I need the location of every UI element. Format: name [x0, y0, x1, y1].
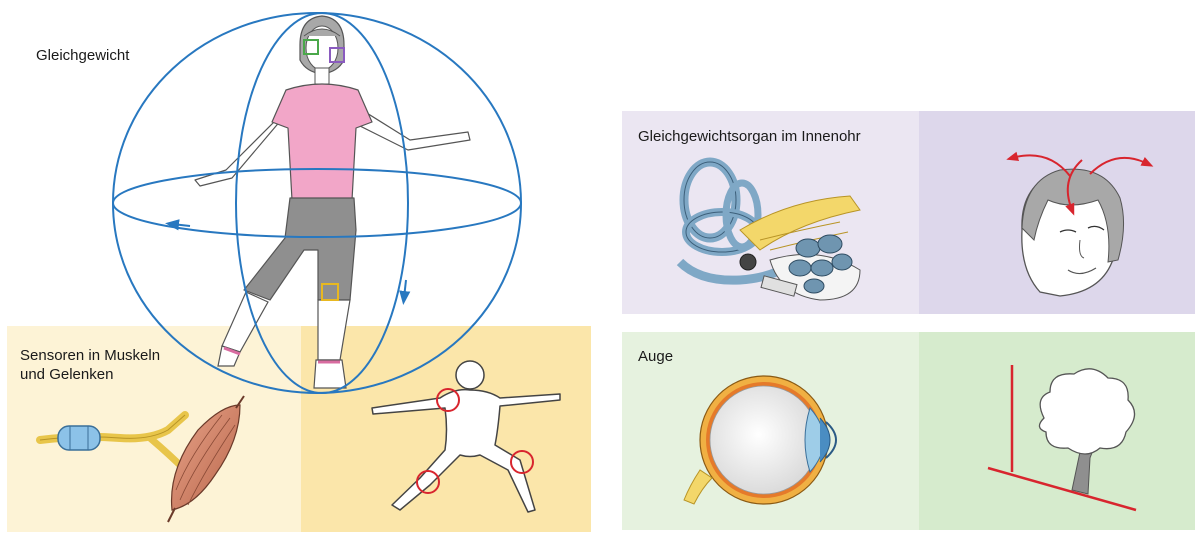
sensors-label-line2: und Gelenken [20, 365, 160, 384]
sensors-label: Sensoren in Muskeln und Gelenken [20, 346, 160, 384]
sensors-label-line1: Sensoren in Muskeln [20, 346, 160, 365]
inner-ear-label: Gleichgewichtsorgan im Innenohr [638, 127, 861, 146]
eye-label: Auge [638, 347, 673, 366]
balance-label: Gleichgewicht [36, 46, 129, 65]
